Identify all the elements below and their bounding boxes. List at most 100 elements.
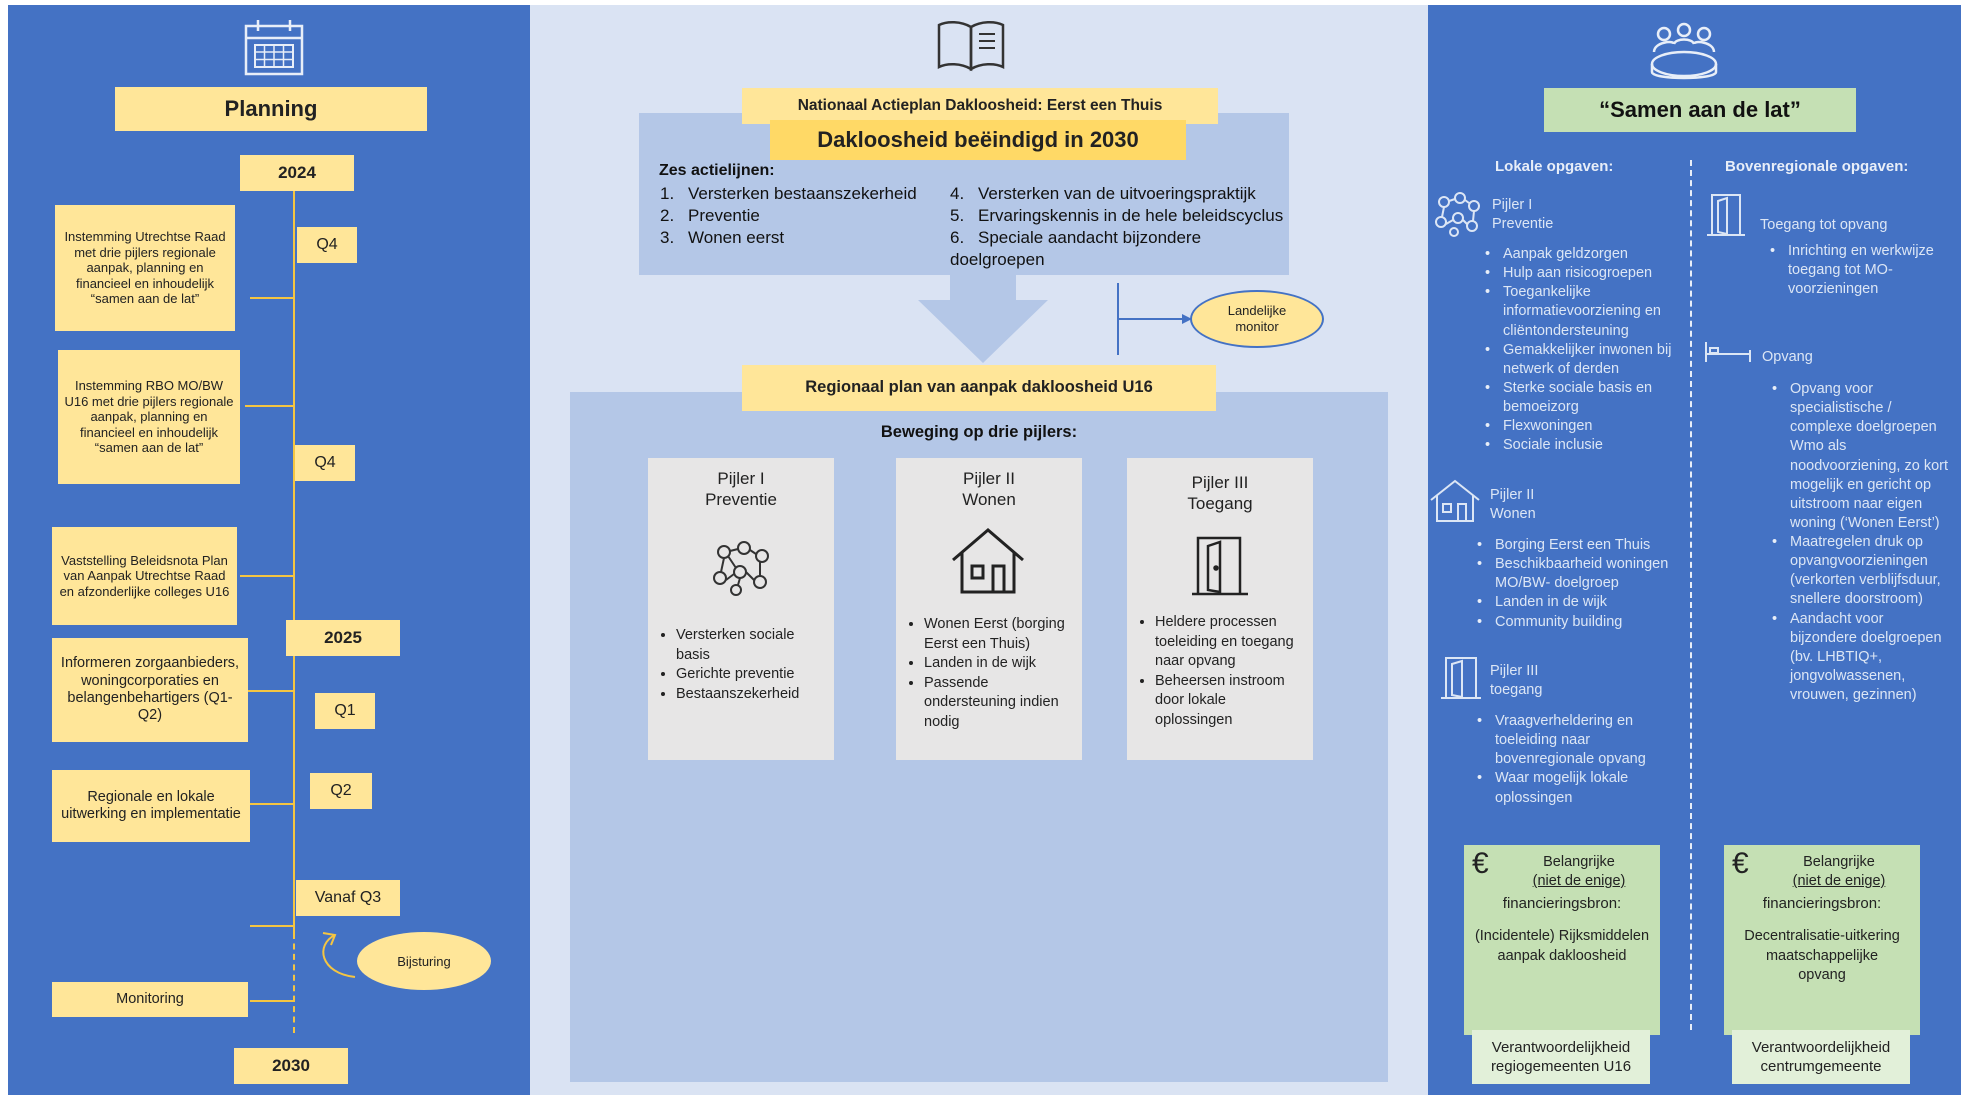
quarter-label: Q1 bbox=[315, 693, 375, 729]
euro-icon: € bbox=[1472, 847, 1489, 880]
lokaal-item: Sterke sociale basis en bemoeizorg bbox=[1485, 379, 1685, 417]
planning-step: Instemming RBO MO/BW U16 met drie pijler… bbox=[58, 350, 240, 484]
toegang-items: Inrichting en werkwijze toegang tot MO-v… bbox=[1760, 242, 1950, 299]
book-icon bbox=[937, 21, 1005, 72]
lokaal-pijler-1-label: Pijler I Preventie bbox=[1492, 197, 1554, 232]
timeline-tick bbox=[250, 925, 295, 927]
lokaal-item: Sociale inclusie bbox=[1485, 436, 1685, 455]
timeline-tick bbox=[240, 575, 295, 577]
financiering-heading-c: financieringsbron: bbox=[1762, 895, 1882, 912]
financiering-box-centrum: € Belangrijke (niet de enige) financieri… bbox=[1724, 845, 1920, 1035]
actielijnen-right: 4.Versterken van de uitvoeringspraktijk … bbox=[950, 183, 1295, 271]
quarter-label: Q2 bbox=[310, 773, 372, 809]
opvang-items: Opvang voor specialistische / complexe d… bbox=[1762, 380, 1954, 705]
door-icon bbox=[1192, 536, 1248, 596]
year-2030: 2030 bbox=[234, 1048, 348, 1084]
pillar-item: Heldere processen toeleiding en toegang … bbox=[1155, 613, 1303, 672]
feedback-arrow-icon bbox=[322, 932, 356, 978]
door-icon bbox=[1707, 194, 1745, 236]
timeline-dashed bbox=[293, 933, 295, 1033]
actielijn-item: 1.Versterken bestaanszekerheid bbox=[660, 184, 917, 203]
quarter-label: Vanaf Q3 bbox=[296, 880, 400, 916]
pillar-item: Versterken sociale basis bbox=[676, 626, 824, 665]
pillar-title: Pijler III Toegang bbox=[1187, 473, 1253, 514]
actielijn-item: 6.Speciale aandacht bijzondere doelgroep… bbox=[950, 228, 1202, 269]
financiering-heading: Belangrijke (niet de enige) bbox=[1792, 854, 1886, 889]
financiering-body: (Incidentele) Rijksmiddelen aanpak daklo… bbox=[1474, 928, 1650, 964]
year-2025: 2025 bbox=[286, 620, 400, 656]
quarter-label: Q4 bbox=[295, 445, 355, 481]
pillar-item: Beheersen instroom door lokale oplossing… bbox=[1155, 672, 1303, 731]
actielijn-item: 3.Wonen eerst bbox=[660, 228, 785, 247]
timeline-tick bbox=[248, 690, 295, 692]
landelijke-monitor: Landelijke monitor bbox=[1190, 290, 1324, 348]
financiering-heading-c: financieringsbron: bbox=[1502, 895, 1622, 912]
lokaal-item: Gemakkelijker inwonen bij netwerk of der… bbox=[1485, 341, 1685, 379]
actielijnen-left: 1.Versterken bestaanszekerheid 2.Prevent… bbox=[660, 183, 950, 249]
bed-icon bbox=[1705, 342, 1751, 362]
lokaal-item: Landen in de wijk bbox=[1477, 593, 1682, 612]
lokaal-pijler-3-items: Vraagverheldering en toeleiding naar bov… bbox=[1467, 712, 1677, 808]
samen-title: “Samen aan de lat” bbox=[1544, 88, 1856, 132]
lokaal-item: Hulp aan risicogroepen bbox=[1485, 264, 1685, 283]
pillar-item: Wonen Eerst (borging Eerst een Thuis) bbox=[924, 615, 1072, 654]
pillar-item: Landen in de wijk bbox=[924, 654, 1072, 674]
lokaal-item: Waar mogelijk lokale oplossingen bbox=[1477, 769, 1677, 807]
financiering-heading: Belangrijke (niet de enige) bbox=[1532, 854, 1626, 889]
verantwoordelijkheid-regio: Verantwoordelijkheid regiogemeenten U16 bbox=[1472, 1030, 1650, 1084]
regional-plan-title: Regionaal plan van aanpak dakloosheid U1… bbox=[742, 365, 1216, 411]
quarter-label: Q4 bbox=[297, 227, 357, 263]
pillar-item: Bestaanszekerheid bbox=[676, 685, 824, 705]
network-people-icon bbox=[713, 541, 769, 596]
planning-step: Informeren zorgaanbieders, woningcorpora… bbox=[52, 638, 248, 742]
lokaal-item: Toegankelijke informatievoorziening en c… bbox=[1485, 283, 1685, 340]
planning-step: Regionale en lokale uitwerking en implem… bbox=[52, 770, 250, 842]
planning-step: Vaststelling Beleidsnota Plan van Aanpak… bbox=[52, 527, 237, 625]
pillar-title: Pijler I Preventie bbox=[705, 469, 777, 510]
door-icon bbox=[1441, 657, 1481, 699]
calendar-icon bbox=[244, 20, 304, 76]
lokaal-pijler-2-items: Borging Eerst een Thuis Beschikbaarheid … bbox=[1467, 536, 1682, 632]
pillar-card-toegang: Pijler III Toegang Heldere processen toe… bbox=[1127, 458, 1313, 760]
financiering-box-lokaal: € Belangrijke (niet de enige) financieri… bbox=[1464, 845, 1660, 1035]
bovenregionaal-item: Aandacht voor bijzondere doelgroepen (bv… bbox=[1772, 610, 1954, 706]
lokaal-item: Beschikbaarheid woningen MO/BW- doelgroe… bbox=[1477, 555, 1682, 593]
toegang-label: Toegang tot opvang bbox=[1760, 217, 1888, 233]
meeting-table-icon bbox=[1650, 22, 1718, 80]
actielijn-item: 4.Versterken van de uitvoeringspraktijk bbox=[950, 184, 1256, 203]
actielijnen-heading: Zes actielijnen: bbox=[659, 162, 775, 179]
pillar-items: Heldere processen toeleiding en toegang … bbox=[1127, 613, 1313, 730]
pillar-card-preventie: Pijler I Preventie Versterken sociale ba… bbox=[648, 458, 834, 760]
timeline-line bbox=[293, 175, 295, 933]
financiering-body: Decentralisatie-uitkering maatschappelij… bbox=[1744, 928, 1900, 984]
nap-title: Nationaal Actieplan Dakloosheid: Eerst e… bbox=[742, 88, 1218, 124]
pillar-items: Versterken sociale basis Gerichte preven… bbox=[648, 626, 834, 704]
lokaal-item: Aanpak geldzorgen bbox=[1485, 245, 1685, 264]
bovenregionaal-item: Maatregelen druk op opvangvoorzieningen … bbox=[1772, 533, 1954, 610]
lokaal-pijler-1-items: Aanpak geldzorgen Hulp aan risicogroepen… bbox=[1475, 245, 1685, 456]
house-icon bbox=[1430, 479, 1480, 522]
pillar-item: Gerichte preventie bbox=[676, 665, 824, 685]
lokaal-item: Vraagverheldering en toeleiding naar bov… bbox=[1477, 712, 1677, 769]
goal-title: Dakloosheid beëindigd in 2030 bbox=[770, 120, 1186, 160]
bovenregionaal-heading: Bovenregionale opgaven: bbox=[1725, 158, 1909, 175]
timeline-tick bbox=[250, 1000, 295, 1002]
lokaal-item: Flexwoningen bbox=[1485, 417, 1685, 436]
verantwoordelijkheid-centrum: Verantwoordelijkheid centrumgemeente bbox=[1732, 1030, 1910, 1084]
beweging-heading: Beweging op drie pijlers: bbox=[880, 423, 1078, 441]
lokaal-pijler-3-label: Pijler III toegang bbox=[1490, 663, 1543, 698]
lokaal-item: Borging Eerst een Thuis bbox=[1477, 536, 1682, 555]
pillar-card-wonen: Pijler II Wonen Wonen Eerst (borging Eer… bbox=[896, 458, 1082, 760]
planning-step: Instemming Utrechtse Raad met drie pijle… bbox=[55, 205, 235, 331]
lokaal-pijler-2-label: Pijler II Wonen bbox=[1490, 487, 1536, 522]
house-icon bbox=[952, 528, 1024, 594]
pillar-item: Passende ondersteuning indien nodig bbox=[924, 674, 1072, 733]
lokale-heading: Lokale opgaven: bbox=[1495, 158, 1614, 175]
year-2024: 2024 bbox=[240, 155, 354, 191]
bovenregionaal-item: Inrichting en werkwijze toegang tot MO-v… bbox=[1770, 242, 1950, 299]
network-people-icon bbox=[1435, 192, 1480, 237]
pillar-items: Wonen Eerst (borging Eerst een Thuis) La… bbox=[896, 615, 1082, 732]
bijsturing-ellipse: Bijsturing bbox=[357, 932, 491, 990]
actielijn-item: 2.Preventie bbox=[660, 206, 760, 225]
bovenregionaal-item: Opvang voor specialistische / complexe d… bbox=[1772, 380, 1954, 533]
